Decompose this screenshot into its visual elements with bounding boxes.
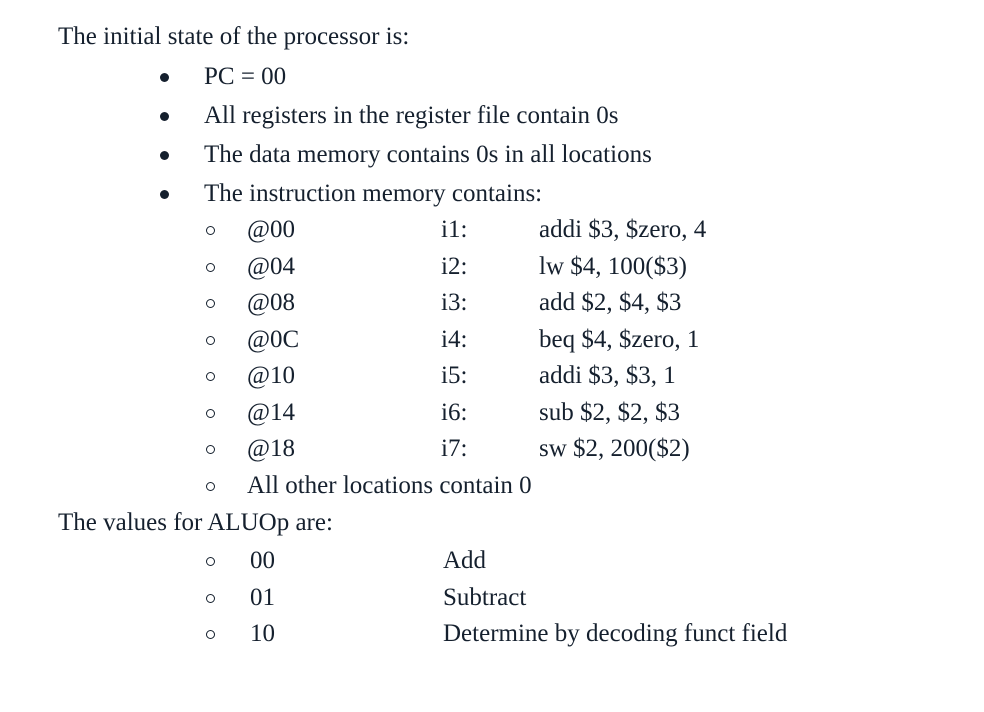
bullet-circle-icon — [206, 557, 215, 567]
instruction-label: i1: — [441, 216, 468, 243]
list-item: The data memory contains 0s in all locat… — [0, 135, 652, 174]
bullet-circle-icon — [206, 630, 215, 640]
bullet-circle-icon — [206, 335, 215, 345]
instruction-label: i6: — [441, 398, 468, 426]
aluop-code: 00 — [250, 547, 275, 574]
list-item: The instruction memory contains: — [0, 174, 652, 213]
instruction-label: i7: — [441, 435, 468, 462]
instruction-text: sub $2, $2, $3 — [539, 398, 680, 426]
bullet-text: PC = 00 — [204, 63, 287, 90]
bullet-disc-icon — [160, 111, 169, 121]
aluop-code: 10 — [250, 620, 275, 647]
instruction-label: i3: — [441, 289, 468, 316]
memory-address: @14 — [247, 398, 296, 426]
instruction-text: addi $3, $3, 1 — [539, 362, 676, 389]
bullet-circle-icon — [206, 226, 215, 236]
aluop-heading: The values for ALUOp are: — [58, 509, 333, 536]
memory-address: @00 — [247, 216, 296, 243]
memory-address: @08 — [247, 289, 296, 316]
instruction-label: i5: — [441, 362, 468, 389]
list-item: PC = 00 — [0, 57, 652, 96]
memory-address: @18 — [247, 435, 296, 462]
bullet-disc-icon — [160, 150, 169, 160]
aluop-description: Determine by decoding funct field — [443, 620, 788, 647]
bullet-disc-icon — [160, 72, 169, 82]
instruction-text: add $2, $4, $3 — [539, 289, 682, 316]
instruction-label: i4: — [441, 325, 468, 353]
bullet-circle-icon — [206, 299, 215, 309]
aluop-code: 01 — [250, 583, 275, 611]
processor-state-bullet-list: PC = 00 All registers in the register fi… — [0, 57, 652, 213]
memory-address: @0C — [247, 325, 300, 353]
bullet-circle-icon — [206, 481, 215, 491]
bullet-circle-icon — [206, 408, 215, 418]
bullet-text: The data memory contains 0s in all locat… — [204, 141, 652, 168]
instruction-text: addi $3, $zero, 4 — [539, 216, 707, 243]
aluop-description: Add — [443, 547, 487, 574]
bullet-text: The instruction memory contains: — [204, 180, 543, 207]
instruction-memory-footer: All other locations contain 0 — [247, 471, 532, 499]
instruction-label: i2: — [441, 252, 468, 280]
intro-heading: The initial state of the processor is: — [58, 23, 410, 50]
bullet-circle-icon — [206, 372, 215, 382]
instruction-text: sw $2, 200($2) — [539, 435, 690, 462]
bullet-text: All registers in the register file conta… — [204, 102, 619, 129]
memory-address: @10 — [247, 362, 296, 389]
bullet-circle-icon — [206, 445, 215, 455]
memory-address: @04 — [247, 252, 296, 280]
aluop-description: Subtract — [443, 583, 527, 611]
bullet-circle-icon — [206, 593, 215, 603]
bullet-disc-icon — [160, 189, 169, 199]
instruction-text: lw $4, 100($3) — [539, 252, 687, 280]
list-item: All registers in the register file conta… — [0, 96, 652, 135]
instruction-text: beq $4, $zero, 1 — [539, 325, 700, 353]
bullet-circle-icon — [206, 262, 215, 272]
